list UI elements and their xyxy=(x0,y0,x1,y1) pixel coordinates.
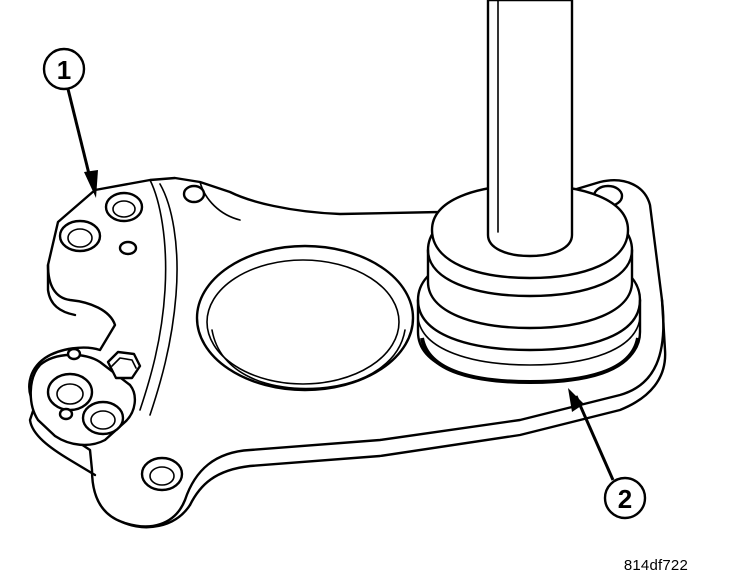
callout-2: 2 xyxy=(568,388,647,520)
callout-1-number: 1 xyxy=(57,55,71,85)
lower-left-boss xyxy=(29,347,142,447)
callout-2-arrowhead xyxy=(568,388,584,412)
callout-1: 1 xyxy=(42,47,98,198)
callout-1-arrowhead xyxy=(84,170,98,198)
installer-tool-shaft xyxy=(486,0,574,258)
callout-2-number: 2 xyxy=(618,484,632,514)
center-bore xyxy=(195,244,415,392)
figure-id-label: 814df722 xyxy=(623,557,688,574)
bracket-holes xyxy=(58,184,624,492)
